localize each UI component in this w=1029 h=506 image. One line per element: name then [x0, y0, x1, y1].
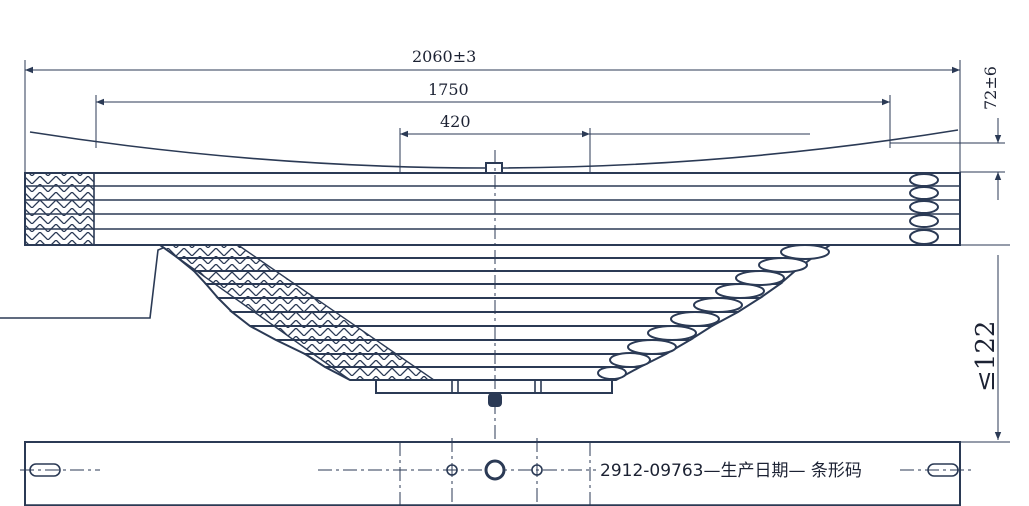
- dimension-camber: [890, 118, 1005, 200]
- dimension-span: [95, 95, 891, 148]
- plan-view: [20, 438, 975, 506]
- span-length-label: 1750: [428, 80, 469, 99]
- part-number-note: 2912-09763—生产日期— 条形码: [600, 461, 862, 481]
- max-height-label: ≤122: [971, 321, 1001, 392]
- dimension-overall: [24, 60, 961, 178]
- main-leaf-rolled-ends: [909, 173, 939, 245]
- center-length-label: 420: [440, 112, 471, 131]
- graduated-leaf-tips: [597, 244, 830, 380]
- main-leaves: [24, 172, 961, 246]
- frame-bracket: [0, 244, 171, 319]
- overall-length-label: 2060±3: [412, 47, 476, 66]
- center-bolt-head: [485, 162, 503, 174]
- camber-label: 72±6: [981, 66, 1000, 110]
- dimension-max-height: [960, 244, 1010, 443]
